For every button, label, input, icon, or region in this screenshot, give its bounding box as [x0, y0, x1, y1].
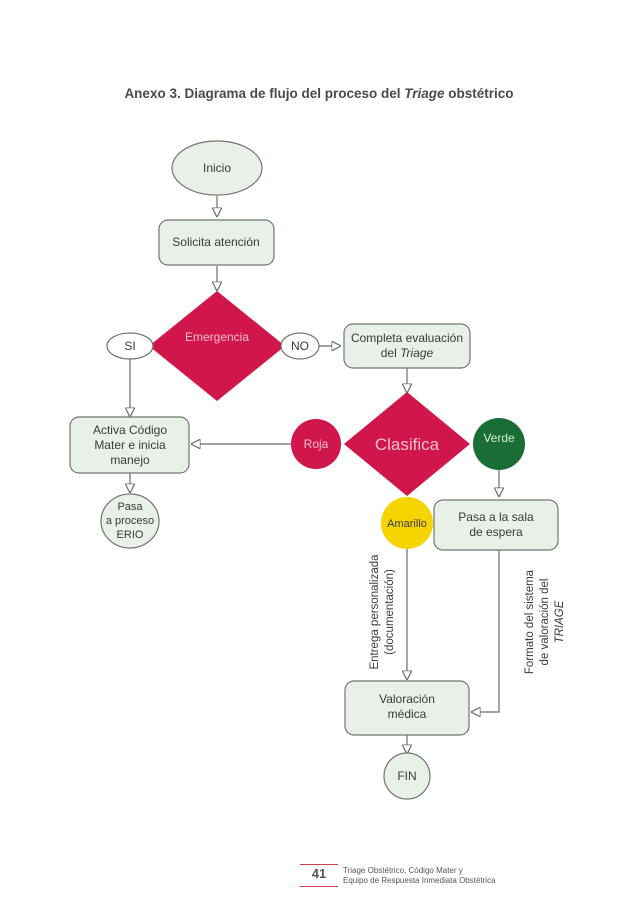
- label-activa-3: manejo: [110, 453, 150, 467]
- page-number: 41: [311, 866, 327, 881]
- label-sala-2: de espera: [469, 525, 523, 539]
- label-completa-1: Completa evaluación: [351, 331, 463, 345]
- label-emergencia: Emergencia: [185, 330, 249, 344]
- footer-rule-bottom: [300, 886, 338, 887]
- node-verde: [473, 418, 525, 470]
- label-sala-1: Pasa a la sala: [458, 510, 534, 524]
- label-inicio: Inicio: [203, 161, 231, 175]
- label-si: SI: [124, 339, 135, 353]
- node-pasa-proceso-erio: [100, 493, 160, 549]
- label-verde: Verde: [483, 431, 515, 445]
- node-fin: [383, 752, 431, 800]
- node-activa-codigo-mater: [69, 416, 190, 474]
- svg-text:Entrega personalizada: Entrega personalizada: [369, 554, 381, 670]
- title-italic: Triage: [404, 86, 445, 101]
- node-no: [280, 332, 320, 360]
- label-roja: Roja: [304, 437, 329, 451]
- label-fin: FIN: [397, 769, 416, 783]
- label-solicita-atencion: Solicita atención: [172, 235, 259, 249]
- label-pasa-2: a proceso: [106, 515, 154, 527]
- page-title: Anexo 3. Diagrama de flujo del proceso d…: [124, 86, 514, 101]
- label-valoracion-2: médica: [388, 707, 427, 721]
- node-valoracion-medica: [344, 680, 470, 736]
- svg-text:Formato del sistema: Formato del sistema: [524, 569, 536, 674]
- node-amarillo: [381, 497, 433, 549]
- label-formato-sistema: Formato del sistema de valoración del TR…: [524, 569, 566, 674]
- footer-line-1: Triage Obstétrico, Código Mater y: [343, 866, 463, 875]
- decision-clasifica: [344, 392, 470, 496]
- svg-text:(documentación): (documentación): [384, 569, 396, 655]
- label-valoracion-1: Valoración: [379, 692, 435, 706]
- node-roja: [291, 419, 341, 469]
- label-pasa-3: ERIO: [117, 529, 144, 541]
- label-no: NO: [291, 339, 309, 353]
- node-si: [106, 332, 154, 360]
- footer-line-2: Equipo de Respuesta Inmediata Obstétrica: [343, 876, 496, 885]
- label-pasa-1: Pasa: [117, 501, 143, 513]
- footer-caption: Triage Obstétrico, Código Mater y Equipo…: [343, 866, 496, 886]
- arrow-sala-valoracion: [472, 550, 500, 712]
- connectors: [130, 196, 499, 753]
- footer-rule-top: [300, 864, 338, 865]
- node-solicita-atencion: [158, 219, 275, 266]
- svg-text:TRIAGE: TRIAGE: [554, 600, 566, 643]
- label-entrega-personalizada: Entrega personalizada (documentación): [369, 554, 396, 670]
- svg-text:de valoración del: de valoración del: [539, 579, 551, 666]
- node-sala-espera: [433, 499, 559, 551]
- label-amarillo: Amarillo: [387, 518, 427, 530]
- node-inicio: [171, 140, 263, 196]
- label-completa-2: del Triage: [381, 346, 434, 360]
- label-activa-1: Activa Código: [93, 423, 167, 437]
- label-activa-2: Mater e inicia: [94, 438, 166, 452]
- node-completa-evaluacion: [343, 323, 471, 369]
- decision-emergencia: [149, 291, 285, 401]
- label-clasifica: Clasifica: [375, 435, 440, 454]
